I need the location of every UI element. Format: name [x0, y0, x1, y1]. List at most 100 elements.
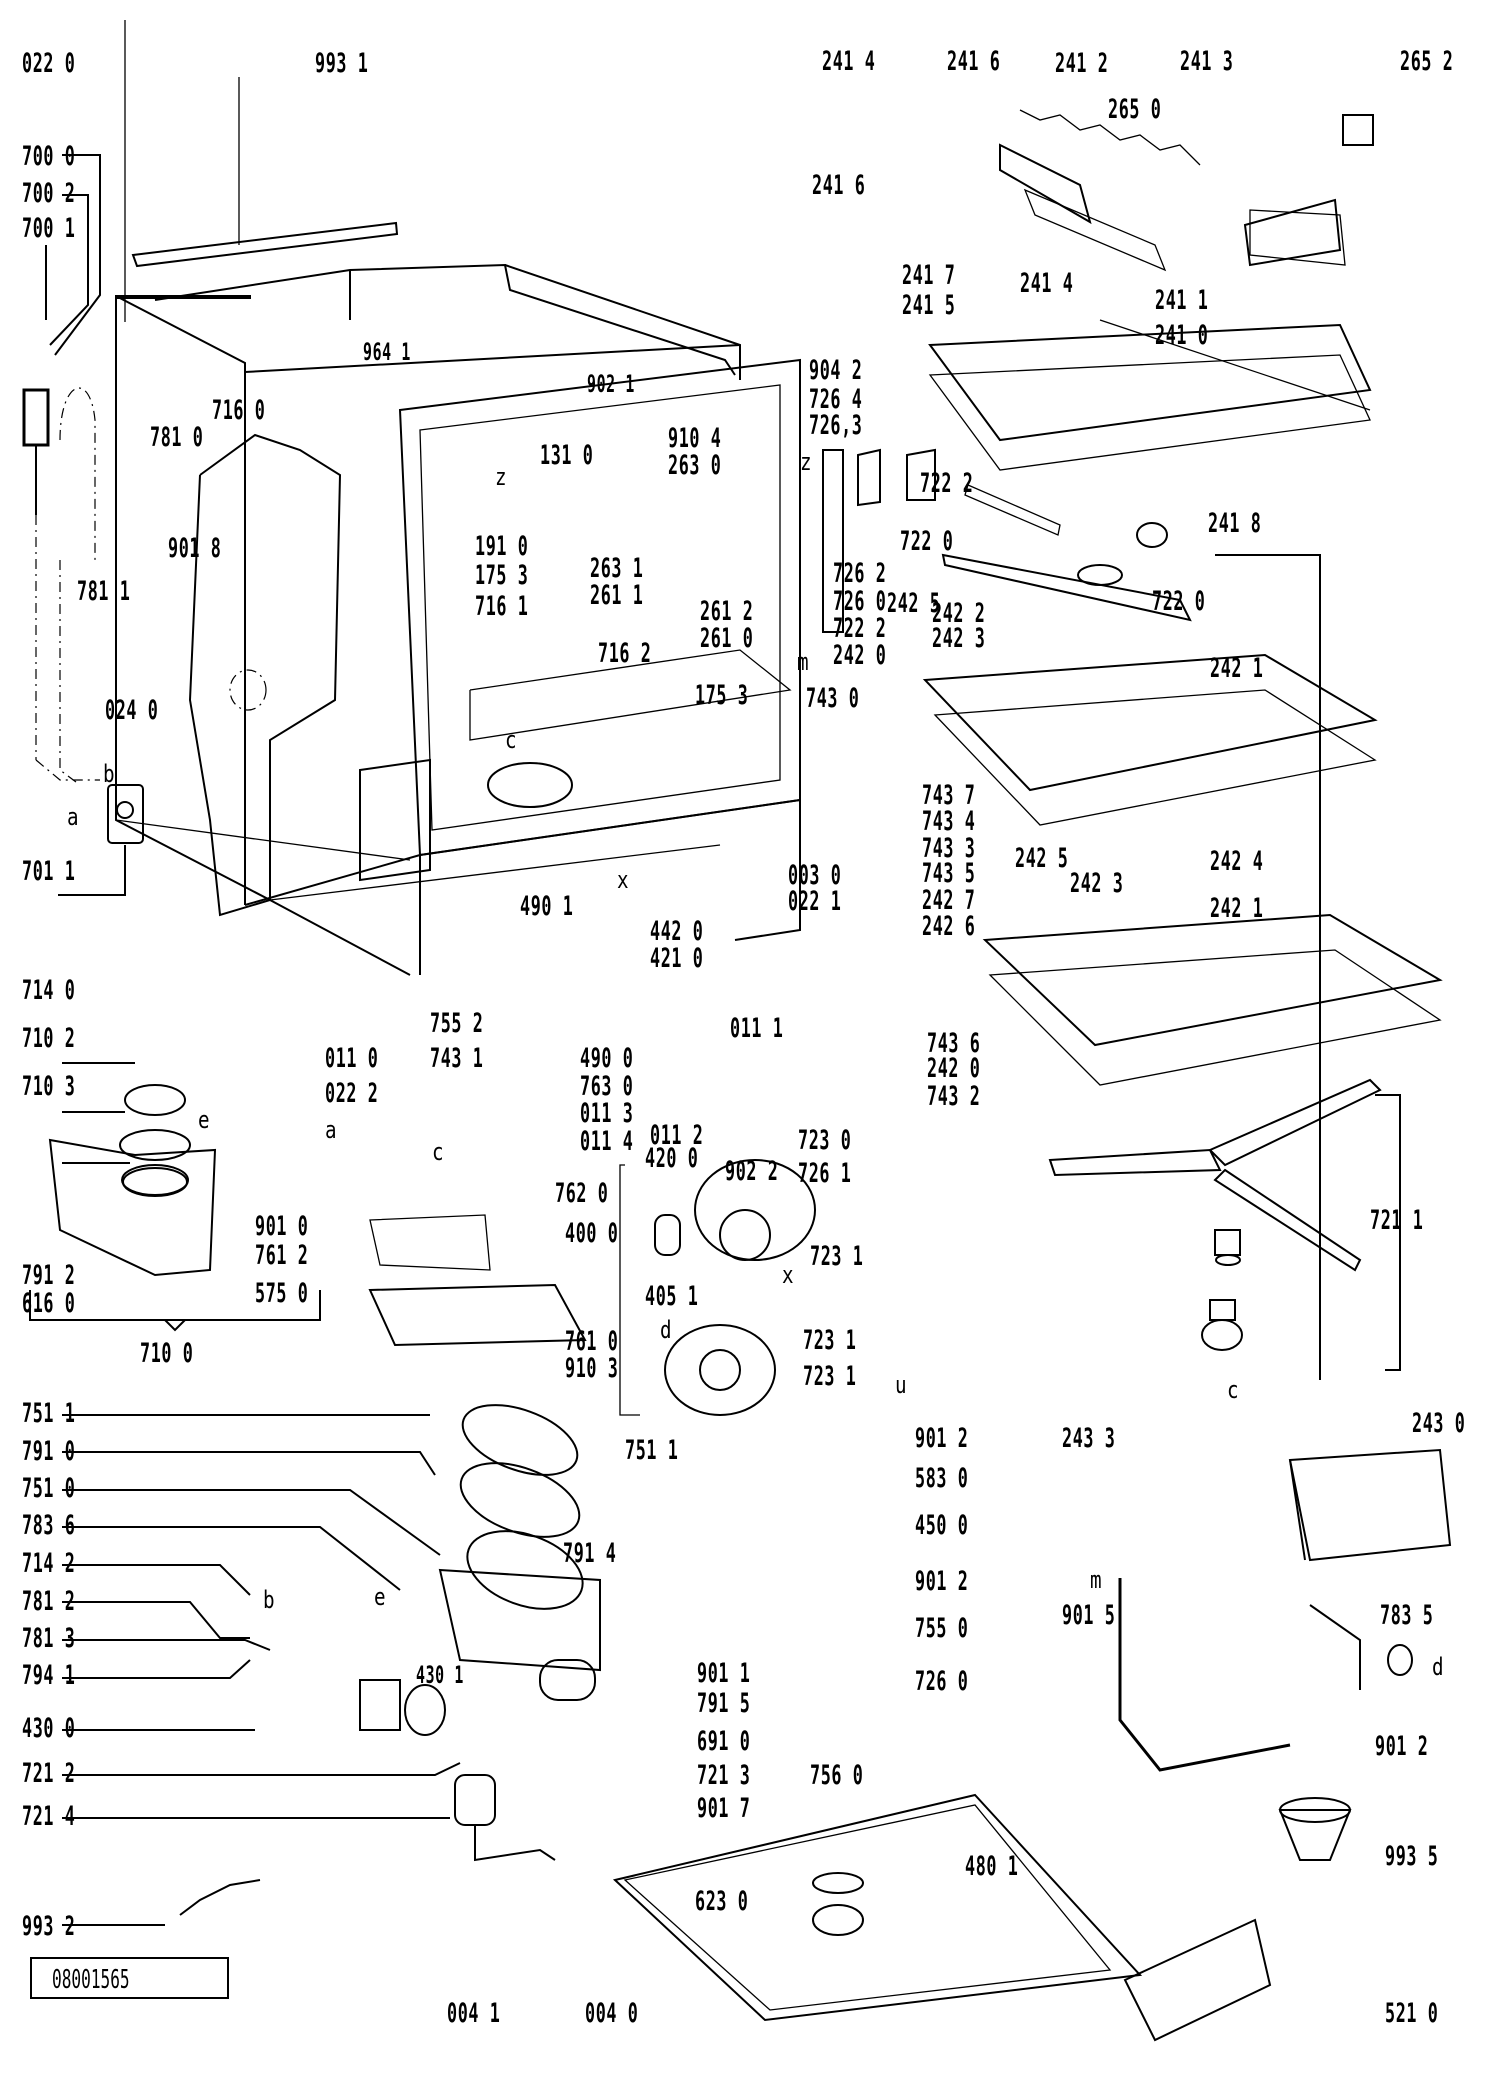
part-label: 242 3 — [932, 623, 986, 654]
part-label: 421 0 — [650, 943, 704, 974]
part-label: 901 5 — [1062, 1600, 1116, 1631]
connector-letter: c — [1227, 1376, 1239, 1404]
part-label: 022 1 — [788, 886, 842, 917]
part-label: 263 0 — [668, 450, 722, 481]
part-label: 743 5 — [922, 858, 976, 889]
part-label: 175 3 — [475, 560, 529, 591]
part-label: 583 0 — [915, 1463, 969, 1494]
part-label: 490 1 — [520, 891, 574, 922]
part-label: 910 3 — [565, 1353, 619, 1384]
part-label: 242 4 — [1210, 846, 1264, 877]
salt-container — [48, 1084, 217, 1277]
side-insulation — [188, 433, 342, 917]
part-label: 726 4 — [809, 384, 863, 415]
part-label: 726,3 — [809, 410, 863, 441]
part-label: 794 1 — [22, 1660, 76, 1691]
connector-letter: a — [325, 1116, 337, 1144]
bracket-710 — [29, 1290, 321, 1332]
part-label: 781 1 — [77, 576, 131, 607]
salt-funnel — [1278, 1797, 1352, 1861]
part-label: 241 5 — [902, 290, 956, 321]
sump-assembly — [368, 1214, 601, 1701]
part-label: 710 0 — [140, 1338, 194, 1369]
connector-letter: b — [103, 760, 115, 788]
part-label: 022 2 — [325, 1078, 379, 1109]
part-label: 763 0 — [580, 1071, 634, 1102]
part-label: 791 2 — [22, 1260, 76, 1291]
connector-letter: a — [67, 803, 79, 831]
part-label: 261 0 — [700, 623, 754, 654]
part-label: 241 3 — [1180, 46, 1234, 77]
part-label: 901 2 — [915, 1566, 969, 1597]
part-label: 723 1 — [810, 1241, 864, 1272]
part-label: 901 1 — [697, 1658, 751, 1689]
part-label: 716 1 — [475, 591, 529, 622]
connector-letter: c — [505, 726, 517, 754]
part-label: 265 0 — [1108, 94, 1162, 125]
part-label: 743 3 — [922, 833, 976, 864]
part-label: 521 0 — [1385, 1998, 1439, 2029]
part-label: 004 0 — [585, 1998, 639, 2029]
part-label: 781 3 — [22, 1623, 76, 1654]
part-label: 901 7 — [697, 1793, 751, 1824]
connector-letter: e — [374, 1583, 386, 1611]
part-label: 726 2 — [833, 558, 887, 589]
part-label: 781 0 — [150, 422, 204, 453]
part-label: 261 2 — [700, 596, 754, 627]
part-label: 722 0 — [1152, 586, 1206, 617]
connector-letter: z — [495, 463, 507, 491]
part-label: 723 0 — [798, 1125, 852, 1156]
base-plate — [612, 1793, 1143, 2022]
part-label: 265 2 — [1400, 46, 1454, 77]
part-label: 011 1 — [730, 1013, 784, 1044]
rack-shelf-right — [1243, 114, 1374, 267]
connector-letter: m — [797, 648, 809, 676]
part-label: 964 1 — [363, 338, 411, 366]
part-label: 616 0 — [22, 1288, 76, 1319]
connector-letter: d — [660, 1316, 672, 1344]
part-label: 241 6 — [947, 46, 1001, 77]
part-label: 781 2 — [22, 1586, 76, 1617]
part-label: 691 0 — [697, 1726, 751, 1757]
part-label: 902 1 — [587, 370, 635, 398]
wrench-tool — [179, 1879, 261, 1916]
part-label: 241 7 — [902, 260, 956, 291]
part-label: 743 1 — [430, 1043, 484, 1074]
cutlery-basket — [1288, 1448, 1452, 1562]
part-label: 450 0 — [915, 1510, 969, 1541]
part-label: 241 8 — [1208, 508, 1262, 539]
part-label: 910 4 — [668, 423, 722, 454]
part-label: 726 0 — [833, 586, 887, 617]
part-label: 721 1 — [1370, 1205, 1424, 1236]
connector-letter: x — [782, 1261, 794, 1289]
part-label: 993 5 — [1385, 1841, 1439, 1872]
part-label: 743 6 — [927, 1028, 981, 1059]
part-label: 701 1 — [22, 856, 76, 887]
part-label: 011 0 — [325, 1043, 379, 1074]
part-label: 743 4 — [922, 806, 976, 837]
part-label: 261 1 — [590, 580, 644, 611]
part-label: 241 2 — [1055, 48, 1109, 79]
part-label: 904 2 — [809, 355, 863, 386]
part-label: 723 1 — [803, 1325, 857, 1356]
part-label: 726 1 — [798, 1158, 852, 1189]
part-label: 175 3 — [695, 680, 749, 711]
drawing-code: 08001565 — [52, 1965, 130, 1995]
connector-letter: e — [198, 1106, 210, 1134]
part-label: 755 2 — [430, 1008, 484, 1039]
connector-letter: b — [263, 1586, 275, 1614]
part-label: 751 1 — [22, 1398, 76, 1429]
hinge-assembly — [359, 448, 936, 882]
part-label: 901 0 — [255, 1211, 309, 1242]
inlet-hose — [22, 387, 144, 844]
part-label: 242 5 — [887, 588, 941, 619]
part-label: 420 0 — [645, 1143, 699, 1174]
part-label: 726 0 — [915, 1666, 969, 1697]
part-label: 011 3 — [580, 1098, 634, 1129]
part-label: 743 2 — [927, 1081, 981, 1112]
part-label: 901 8 — [168, 533, 222, 564]
part-label: 901 2 — [1375, 1731, 1429, 1762]
part-label: 011 4 — [580, 1126, 634, 1157]
